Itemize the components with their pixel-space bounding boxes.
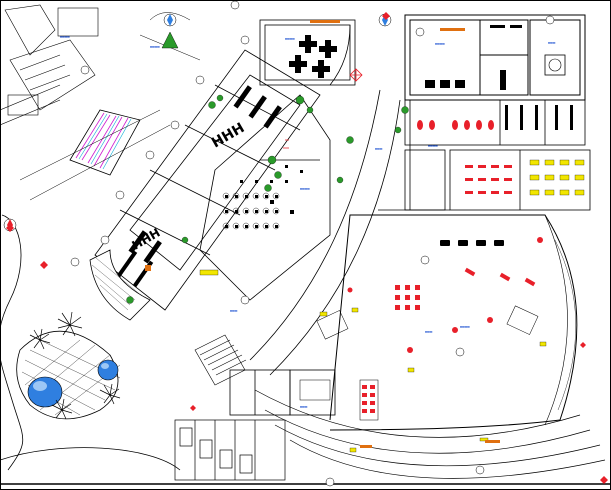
classroom-seats	[465, 159, 585, 196]
restroom-stalls	[505, 105, 573, 130]
hall-yellow-markers	[199, 269, 547, 453]
sports-court	[69, 109, 141, 176]
site-boundary-line	[0, 214, 24, 471]
hall-grid-units	[299, 305, 539, 421]
room-label: ▬▬▬▬	[428, 143, 438, 148]
entrance-rooms	[229, 369, 336, 416]
accent-diamonds	[6, 12, 608, 484]
cross-tables	[289, 35, 337, 78]
garden-pool	[16, 330, 121, 420]
bottom-parking-bays	[174, 419, 286, 481]
curved-corridor	[249, 89, 450, 376]
room-label: ▬▬▬	[425, 329, 433, 334]
room-label: ▬▬▬▬	[60, 34, 70, 39]
semicircular-hall	[329, 214, 578, 431]
room-label: ▬▬▬	[375, 146, 383, 151]
right-wing	[404, 99, 591, 211]
room-label: ▬▬▬▬	[300, 186, 310, 191]
site-road-curve	[0, 447, 181, 471]
top-left-parking	[0, 4, 99, 126]
room-label: ▬▬▬▬	[285, 36, 295, 41]
diagonal-wing	[94, 49, 321, 311]
hall-red-stage	[362, 385, 375, 413]
entrance-stairs	[194, 334, 247, 386]
hall-seating	[440, 240, 504, 246]
office-furniture	[425, 25, 566, 90]
hall-red-furniture	[347, 237, 543, 353]
palm-trees	[29, 311, 121, 420]
entrance-rings	[254, 389, 606, 479]
room-labels: ▬▬▬▬ ▬▬▬▬ ▬▬▬▬ ▬▬▬ ▬▬▬▬ ▬▬▬ ▬▬▬▬ ▬▬▬ ▬▬▬…	[60, 34, 556, 409]
orange-accents	[145, 20, 500, 448]
section-markers	[70, 0, 555, 487]
room-label: ▬▬▬▬	[460, 324, 470, 329]
room-label: ▬▬▬	[300, 404, 308, 409]
room-label: ▬▬▬	[548, 40, 556, 45]
room-label: ▬▬▬	[230, 308, 238, 313]
dining-tables	[225, 165, 303, 228]
planter-shrubs	[126, 94, 409, 304]
wing-furniture: HHH HHH	[116, 85, 282, 288]
top-center-hall	[259, 19, 356, 86]
dining-chair-rings	[222, 192, 280, 230]
room-label: ▬▬▬▬	[435, 41, 445, 46]
room-label: ▬▬▬▬	[150, 44, 160, 49]
restroom-fixtures	[417, 120, 494, 130]
red-plant-symbols	[283, 68, 363, 149]
wing-end-hatched-area	[89, 249, 151, 321]
